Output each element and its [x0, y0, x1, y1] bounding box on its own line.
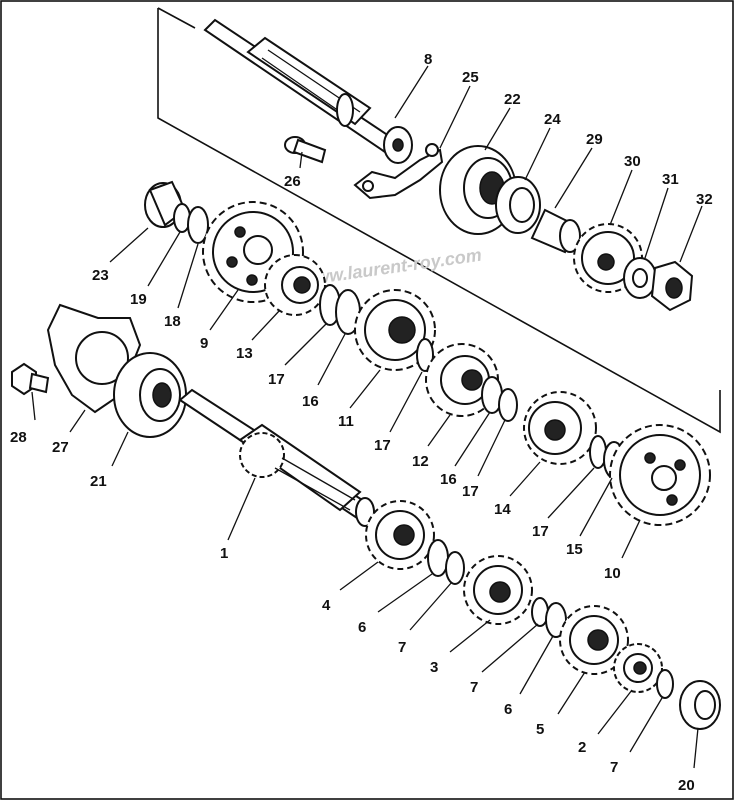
callout-11: 11: [338, 413, 354, 430]
callout-6-b: 6: [504, 701, 512, 718]
callout-7-a: 7: [398, 639, 406, 656]
bearing-21: [113, 352, 187, 438]
gear-2: [613, 643, 663, 693]
nut-32: [650, 260, 694, 312]
callout-9: 9: [200, 335, 208, 352]
callout-25: 25: [462, 69, 479, 86]
oil-seal-24: [495, 176, 541, 234]
callout-7-b: 7: [470, 679, 478, 696]
callout-2: 2: [578, 739, 586, 756]
lock-plate-25: [353, 143, 444, 200]
circlip-7c: [656, 669, 674, 699]
gear-13: [264, 254, 326, 316]
callout-31: 31: [662, 171, 679, 188]
callout-28: 28: [10, 429, 27, 446]
callout-10: 10: [604, 565, 621, 582]
bearing-20: [679, 680, 721, 730]
callout-22: 22: [504, 91, 521, 108]
callout-17-d: 17: [532, 523, 549, 540]
callout-17-c: 17: [462, 483, 479, 500]
callout-15: 15: [566, 541, 583, 558]
collar-29: [530, 208, 581, 254]
callout-21: 21: [90, 473, 107, 490]
group-frame-top: [157, 7, 196, 29]
gear-11: [354, 289, 436, 371]
bolt-26: [284, 136, 327, 164]
circlip-7a: [445, 551, 465, 585]
lock-washer-31: [623, 257, 657, 299]
callout-20: 20: [678, 777, 695, 794]
washer-6b: [545, 602, 567, 638]
leader-lines: [31, 65, 703, 769]
callout-labels: 8 25 22 24 29 30 31 32 26 23 19 18 9 13 …: [10, 51, 713, 794]
callout-12: 12: [412, 453, 429, 470]
callout-24: 24: [544, 111, 561, 128]
callout-23: 23: [92, 267, 109, 284]
callout-16-a: 16: [302, 393, 319, 410]
callout-29: 29: [586, 131, 603, 148]
callout-3: 3: [430, 659, 438, 676]
callout-19: 19: [130, 291, 147, 308]
callout-27: 27: [52, 439, 69, 456]
callout-17-a: 17: [268, 371, 285, 388]
circlip-17c: [498, 388, 518, 422]
callout-14: 14: [494, 501, 511, 518]
circlip-17b: [416, 338, 434, 372]
gear-10: [609, 424, 711, 526]
gear-14: [523, 391, 597, 465]
washer-6a: [427, 539, 449, 577]
watermark-text: www.laurent-roy.com: [300, 245, 483, 290]
callout-18: 18: [164, 313, 181, 330]
gear-4: [365, 500, 435, 570]
callout-6-a: 6: [358, 619, 366, 636]
callout-30: 30: [624, 153, 641, 170]
group-frame: [157, 8, 721, 434]
callout-5: 5: [536, 721, 544, 738]
gear-5: [559, 605, 629, 675]
callout-4: 4: [322, 597, 331, 614]
callout-26: 26: [284, 173, 301, 190]
callout-13: 13: [236, 345, 253, 362]
callout-32: 32: [696, 191, 713, 208]
gear-3: [463, 555, 533, 625]
bolt-28: [11, 362, 50, 396]
callout-16-b: 16: [440, 471, 457, 488]
callout-7-c: 7: [610, 759, 618, 776]
main-axle-1: [178, 388, 375, 527]
circlip-18: [187, 206, 209, 244]
callout-8: 8: [424, 51, 432, 68]
callout-17-b: 17: [374, 437, 391, 454]
callout-1: 1: [220, 545, 228, 562]
drive-axle: [203, 18, 413, 164]
